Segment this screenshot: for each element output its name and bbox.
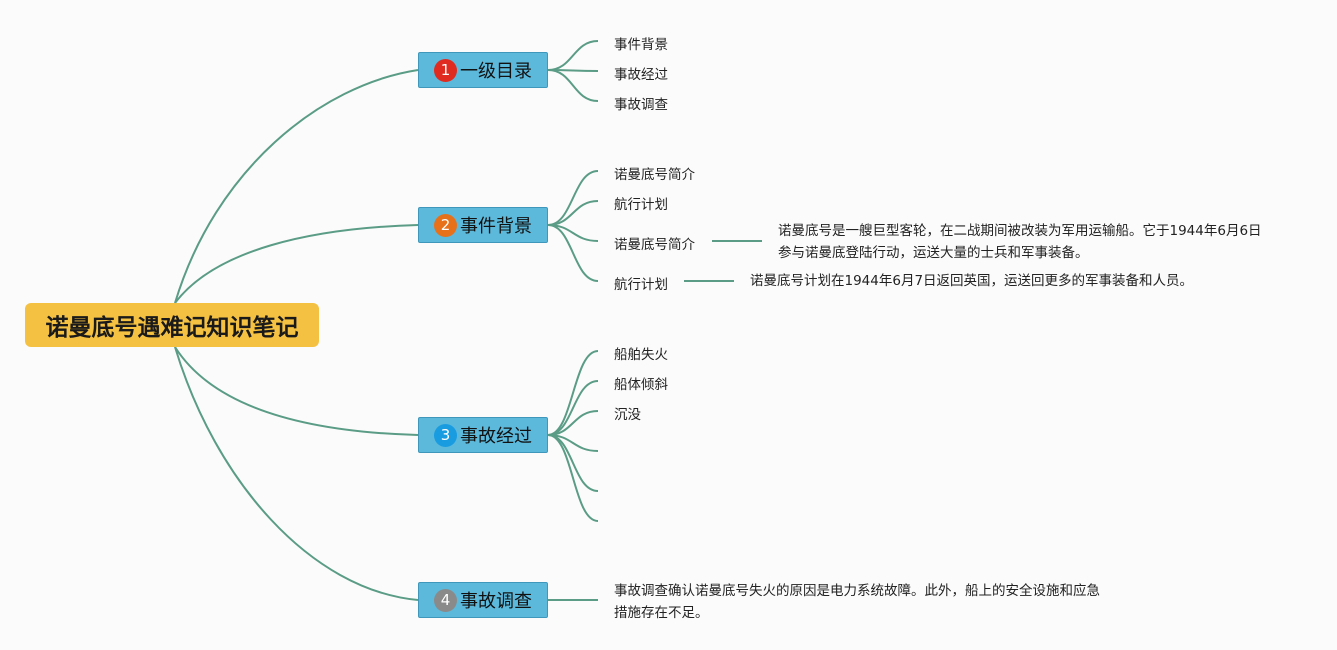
number-badge-icon: 1 xyxy=(434,58,457,82)
subtopic[interactable]: 航行计划 xyxy=(614,277,668,293)
detail-note[interactable]: 诺曼底号计划在1944年6月7日返回英国，运送回更多的军事装备和人员。 xyxy=(750,273,1194,289)
number-badge-icon: 4 xyxy=(434,588,457,612)
topic-label: 一级目录 xyxy=(460,61,532,82)
child-link xyxy=(547,200,599,226)
child-link xyxy=(547,69,599,102)
number-badge-icon: 2 xyxy=(434,213,457,237)
root-link-3 xyxy=(174,346,419,436)
topic-4[interactable]: 4 事故调查 xyxy=(418,582,548,618)
subtopic[interactable]: 船舶失火 xyxy=(614,347,668,363)
root-link-4 xyxy=(174,346,419,601)
child-link xyxy=(547,40,599,71)
topic-label: 事故经过 xyxy=(460,426,532,447)
detail-note[interactable]: 诺曼底号是一艘巨型客轮，在二战期间被改装为军用运输船。它于1944年6月6日参与… xyxy=(778,223,1262,261)
topic-label: 事件背景 xyxy=(460,216,532,237)
topic-2[interactable]: 2 事件背景 xyxy=(418,207,548,243)
subtopic[interactable]: 诺曼底号简介 xyxy=(614,237,695,253)
topic-label: 事故调查 xyxy=(460,591,532,612)
subtopic[interactable]: 航行计划 xyxy=(614,197,668,213)
subtopic[interactable]: 事故调查 xyxy=(614,97,668,113)
child-link xyxy=(547,350,599,436)
child-link xyxy=(547,170,599,226)
subtopic[interactable]: 船体倾斜 xyxy=(614,377,668,393)
child-link xyxy=(547,224,599,282)
root-link-2 xyxy=(174,224,419,304)
child-link xyxy=(547,380,599,436)
root-topic-label: 诺曼底号遇难记知识笔记 xyxy=(45,315,299,341)
subtopic[interactable]: 诺曼底号简介 xyxy=(614,167,695,183)
subtopic[interactable]: 沉没 xyxy=(614,407,641,423)
detail-note[interactable]: 事故调查确认诺曼底号失火的原因是电力系统故障。此外，船上的安全设施和应急措施存在… xyxy=(614,583,1100,621)
subtopic[interactable]: 事故经过 xyxy=(614,67,668,83)
child-link xyxy=(547,434,599,522)
number-badge-icon: 3 xyxy=(434,423,457,447)
topic-1[interactable]: 1 一级目录 xyxy=(418,52,548,88)
topic-3[interactable]: 3 事故经过 xyxy=(418,417,548,453)
root-topic[interactable]: 诺曼底号遇难记知识笔记 xyxy=(25,303,319,347)
subtopic[interactable]: 事件背景 xyxy=(614,37,668,53)
root-link-1 xyxy=(174,69,419,304)
child-link xyxy=(547,410,599,436)
